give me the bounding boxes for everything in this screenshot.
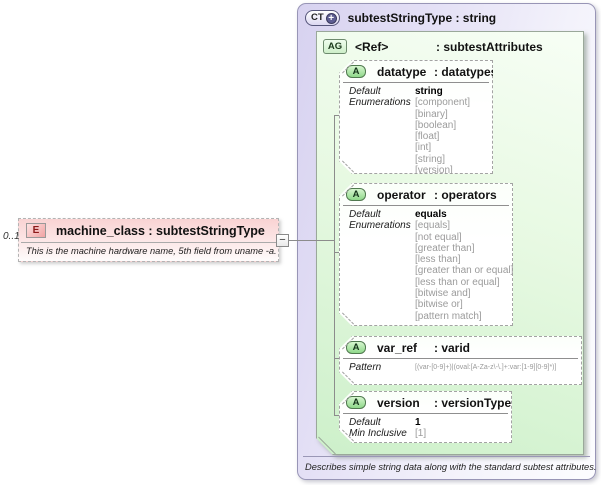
facet-enum-value: [greater than or equal] xyxy=(415,265,514,277)
facet-enum-value: [not equal] xyxy=(415,231,462,243)
attribute-header: A version : versionType xyxy=(340,392,511,413)
collapse-minus-icon[interactable]: − xyxy=(276,234,289,247)
facet-label: Default xyxy=(349,417,381,428)
facet-enum-value: [bitwise or] xyxy=(415,299,463,311)
attribute-name: datatype xyxy=(377,64,427,79)
attribute-group-ref: <Ref> xyxy=(355,39,389,54)
attribute-type: : operators xyxy=(434,187,497,202)
facet-enum-value: [bitwise and] xyxy=(415,288,471,300)
attribute-type: : datatypes xyxy=(434,64,498,79)
attribute-header: A var_ref : varid xyxy=(340,337,581,358)
complex-type-badge-label: CT xyxy=(311,12,324,23)
facet-enum-value: [boolean] xyxy=(415,119,457,131)
element-title: machine_class : subtestStringType xyxy=(56,223,265,238)
attribute-badge-icon: A xyxy=(346,396,366,409)
attribute-name: operator xyxy=(377,187,426,202)
complex-type-annotation: Describes simple string data along with … xyxy=(305,462,597,472)
attribute-box-version[interactable]: A version : versionType Default Min Incl… xyxy=(339,391,512,443)
facet-enum-value: [greater than] xyxy=(415,242,475,254)
facet-value-column: equals [equals] [not equal] [greater tha… xyxy=(415,209,508,322)
attribute-group-badge-icon: AG xyxy=(323,39,347,54)
connector-stub xyxy=(335,358,339,359)
complex-type-title: subtestStringType : string xyxy=(347,11,497,25)
facet-enum-value: [float] xyxy=(415,131,440,143)
facet-default-value: equals xyxy=(415,209,447,220)
connector-stub xyxy=(335,115,339,116)
complex-type-header: CT + subtestStringType : string xyxy=(305,10,496,26)
separator xyxy=(343,205,509,206)
attribute-badge-icon: A xyxy=(346,341,366,354)
facet-enum-value: [version] xyxy=(415,165,453,177)
facet-table: Default Enumerations equals [equals] [no… xyxy=(340,206,512,322)
facet-enum-value: [less than or equal] xyxy=(415,276,500,288)
facet-min-inclusive-value: [1] xyxy=(415,428,427,440)
element-box[interactable]: E machine_class : subtestStringType This… xyxy=(18,218,279,262)
connector-tree-line xyxy=(334,115,335,416)
attribute-badge-icon: A xyxy=(346,65,366,78)
attribute-header: A datatype : datatypes xyxy=(340,61,492,82)
element-header: E machine_class : subtestStringType xyxy=(19,219,278,242)
separator xyxy=(21,242,276,243)
facet-label-column: Pattern xyxy=(349,362,415,374)
separator xyxy=(343,82,489,83)
element-badge-icon: E xyxy=(26,223,46,238)
facet-label-column: Default Min Inclusive xyxy=(349,417,415,440)
separator xyxy=(303,456,590,457)
attribute-name: var_ref xyxy=(377,340,418,355)
attribute-box-datatype[interactable]: A datatype : datatypes Default Enumerati… xyxy=(339,60,493,174)
facet-value-column: 1 [1] xyxy=(415,417,507,440)
attribute-box-var-ref[interactable]: A var_ref : varid Pattern [(var-[0-9]+)|… xyxy=(339,336,582,385)
facet-value-column: string [component] [binary] [boolean] [f… xyxy=(415,86,488,176)
facet-enum-value: [less than] xyxy=(415,254,461,266)
attribute-type: : versionType xyxy=(434,395,512,410)
facet-enum-value: [int] xyxy=(415,142,432,154)
complex-type-box[interactable]: CT + subtestStringType : string AG <Ref>… xyxy=(297,3,596,480)
facet-table: Default Min Inclusive 1 [1] xyxy=(340,414,511,440)
attribute-group-type: : subtestAttributes xyxy=(436,39,543,54)
attribute-group-box[interactable]: AG <Ref> : subtestAttributes A datatype … xyxy=(316,31,584,455)
facet-table: Default Enumerations string [component] … xyxy=(340,83,492,176)
connector-stub xyxy=(335,252,339,253)
facet-enum-value: [binary] xyxy=(415,108,448,120)
facet-label: Enumerations xyxy=(349,220,411,232)
facet-default-value: string xyxy=(415,86,443,97)
facet-default-value: 1 xyxy=(415,417,421,428)
attribute-name: version xyxy=(377,395,420,410)
facet-table: Pattern [(var-[0-9]+)|(oval:[A-Za-z\-\.]… xyxy=(340,359,581,374)
facet-enum-value: [string] xyxy=(415,153,446,165)
separator xyxy=(343,413,508,414)
facet-pattern-value: [(var-[0-9]+)|(oval:[A-Za-z\-\.]+:var:[1… xyxy=(415,364,557,371)
attribute-type: : varid xyxy=(434,340,471,355)
element-annotation: This is the machine hardware name, 5th f… xyxy=(26,246,277,256)
facet-enum-value: [equals] xyxy=(415,220,451,232)
attribute-box-operator[interactable]: A operator : operators Default Enumerati… xyxy=(339,183,513,326)
attribute-group-header: AG <Ref> : subtestAttributes xyxy=(323,39,543,54)
facet-label: Pattern xyxy=(349,362,382,373)
attribute-header: A operator : operators xyxy=(340,184,512,205)
facet-value-column: [(var-[0-9]+)|(oval:[A-Za-z\-\.]+:var:[1… xyxy=(415,362,577,374)
facet-label: Min Inclusive xyxy=(349,428,407,440)
facet-enum-value: [component] xyxy=(415,97,471,109)
facet-label-column: Default Enumerations xyxy=(349,209,415,322)
facet-label: Default xyxy=(349,209,381,220)
facet-label-column: Default Enumerations xyxy=(349,86,415,176)
cardinality-label: 0..1 xyxy=(3,231,20,242)
connector-stub xyxy=(335,415,339,416)
complex-type-badge-icon: CT + xyxy=(305,10,340,26)
connector-line xyxy=(289,240,335,241)
expand-plus-icon[interactable]: + xyxy=(325,12,337,24)
separator xyxy=(343,358,578,359)
facet-enum-value: [pattern match] xyxy=(415,310,482,322)
facet-label: Default xyxy=(349,86,381,97)
attribute-group-wrapper: AG <Ref> : subtestAttributes A datatype … xyxy=(316,31,584,455)
attribute-badge-icon: A xyxy=(346,188,366,201)
facet-label: Enumerations xyxy=(349,97,411,109)
